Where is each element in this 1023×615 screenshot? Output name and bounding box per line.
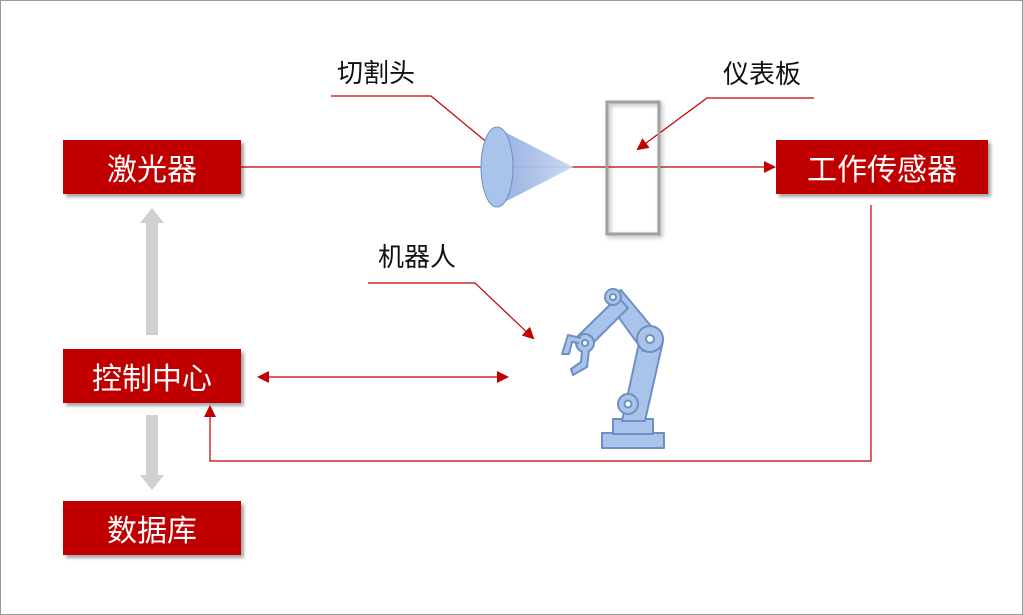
laser-node: 激光器 — [63, 140, 241, 194]
robot-leader — [368, 282, 535, 340]
panel-frame-icon — [605, 100, 661, 236]
cutting-head-icon — [480, 126, 573, 208]
control-node: 控制中心 — [63, 349, 241, 403]
robot-arm-icon — [561, 288, 665, 449]
panel-leader — [636, 97, 814, 151]
cutting-head-leader — [331, 95, 497, 151]
control-to-laser-arrow — [140, 208, 164, 335]
control-to-database-arrow — [140, 415, 164, 490]
sensor-node: 工作传感器 — [776, 140, 988, 194]
sensor-feedback-connector — [204, 205, 872, 462]
panel-label: 仪表板 — [723, 60, 802, 90]
database-node: 数据库 — [63, 501, 241, 555]
cutting-head-label: 切割头 — [337, 59, 416, 89]
robot-label: 机器人 — [378, 243, 457, 273]
